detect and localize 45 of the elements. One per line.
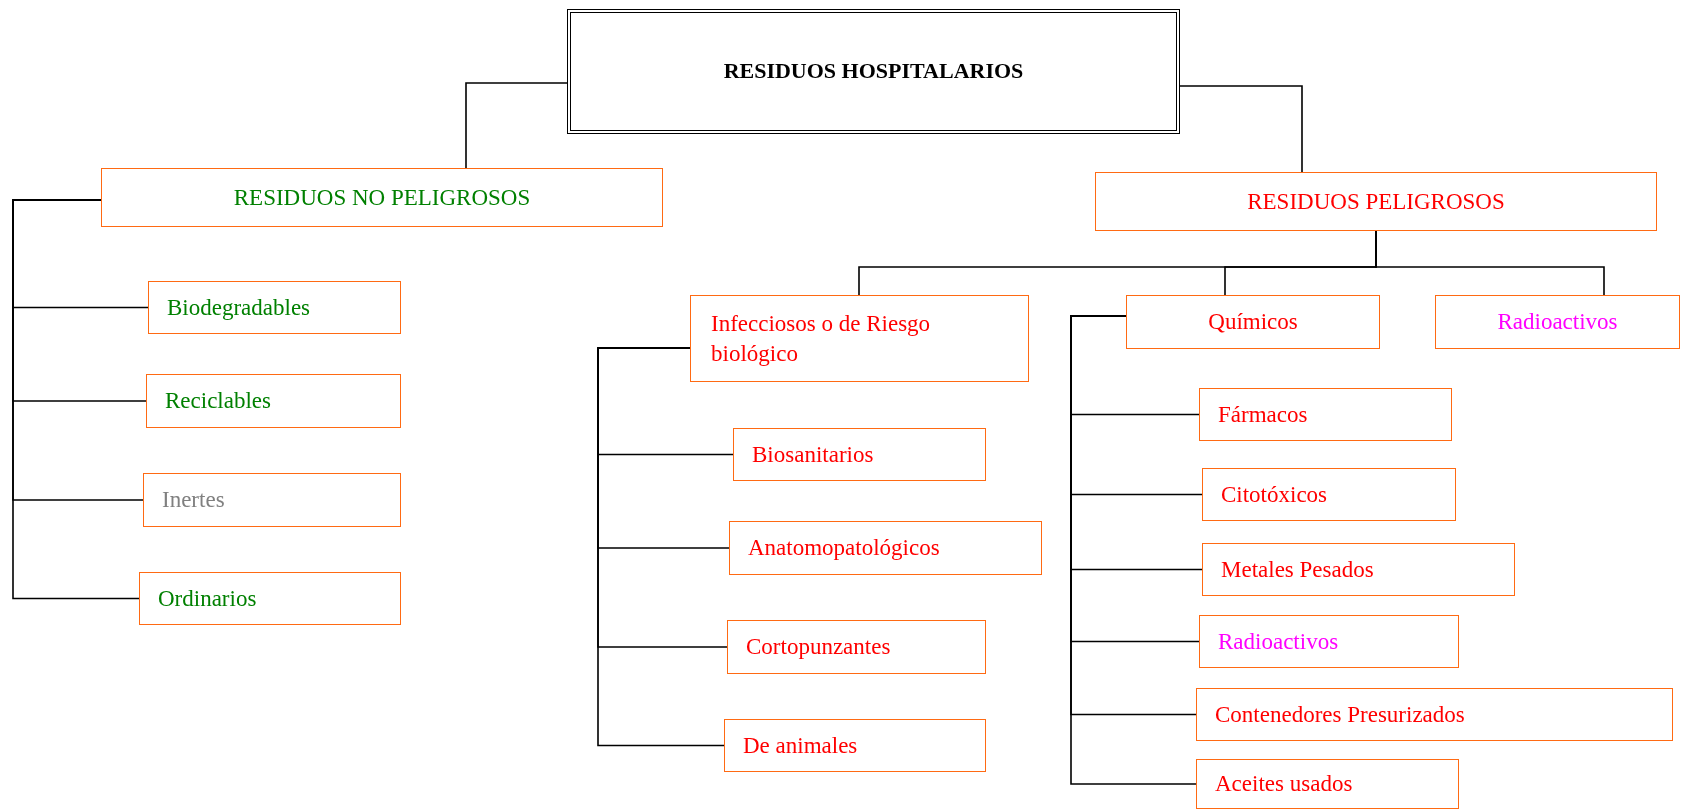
category-label: Citotóxicos [1221, 480, 1328, 509]
connector-line [465, 82, 568, 169]
category-box [1199, 388, 1452, 441]
category-box [724, 719, 986, 772]
category-label: Radioactivos [1497, 308, 1618, 337]
category-label: RESIDUOS NO PELIGROSOS [233, 183, 531, 212]
category-box [1202, 543, 1515, 596]
category-label: Reciclables [165, 387, 271, 416]
category-box [729, 521, 1042, 575]
category-label: Fármacos [1218, 400, 1308, 429]
category-label: Anatomopatológicos [748, 534, 940, 563]
category-box [1202, 468, 1456, 521]
category-box [1199, 615, 1459, 668]
category-box [690, 295, 1029, 382]
category-label: Infecciosos o de Riesgo biológico [711, 309, 932, 368]
category-box [1435, 295, 1680, 349]
title-box [567, 9, 1180, 134]
connector-line [1375, 230, 1605, 296]
category-box [101, 168, 663, 227]
category-box [146, 374, 401, 428]
category-box [139, 572, 401, 625]
category-label: Químicos [1208, 308, 1298, 337]
category-label: RESIDUOS HOSPITALARIOS [723, 57, 1024, 86]
category-label: Radioactivos [1218, 627, 1339, 656]
connector-line [12, 199, 140, 600]
category-box [727, 620, 986, 674]
category-label: Ordinarios [158, 584, 257, 613]
category-label: Biodegradables [167, 293, 311, 322]
category-label: Aceites usados [1215, 770, 1353, 799]
category-label: Metales Pesados [1221, 555, 1374, 584]
category-box [143, 473, 401, 527]
category-box [733, 428, 986, 481]
category-label: Biosanitarios [752, 440, 874, 469]
category-label: Inertes [162, 486, 225, 515]
category-box [1196, 759, 1459, 809]
connector-line [597, 347, 725, 747]
category-label: Cortopunzantes [746, 633, 891, 662]
category-box [1196, 688, 1673, 741]
category-box [1126, 295, 1380, 349]
category-box [148, 281, 401, 334]
category-label: RESIDUOS PELIGROSOS [1247, 187, 1505, 216]
category-box [1095, 172, 1657, 231]
connector-line [1179, 85, 1303, 173]
category-label: Contenedores Presurizados [1215, 700, 1465, 729]
category-label: De animales [743, 731, 858, 760]
